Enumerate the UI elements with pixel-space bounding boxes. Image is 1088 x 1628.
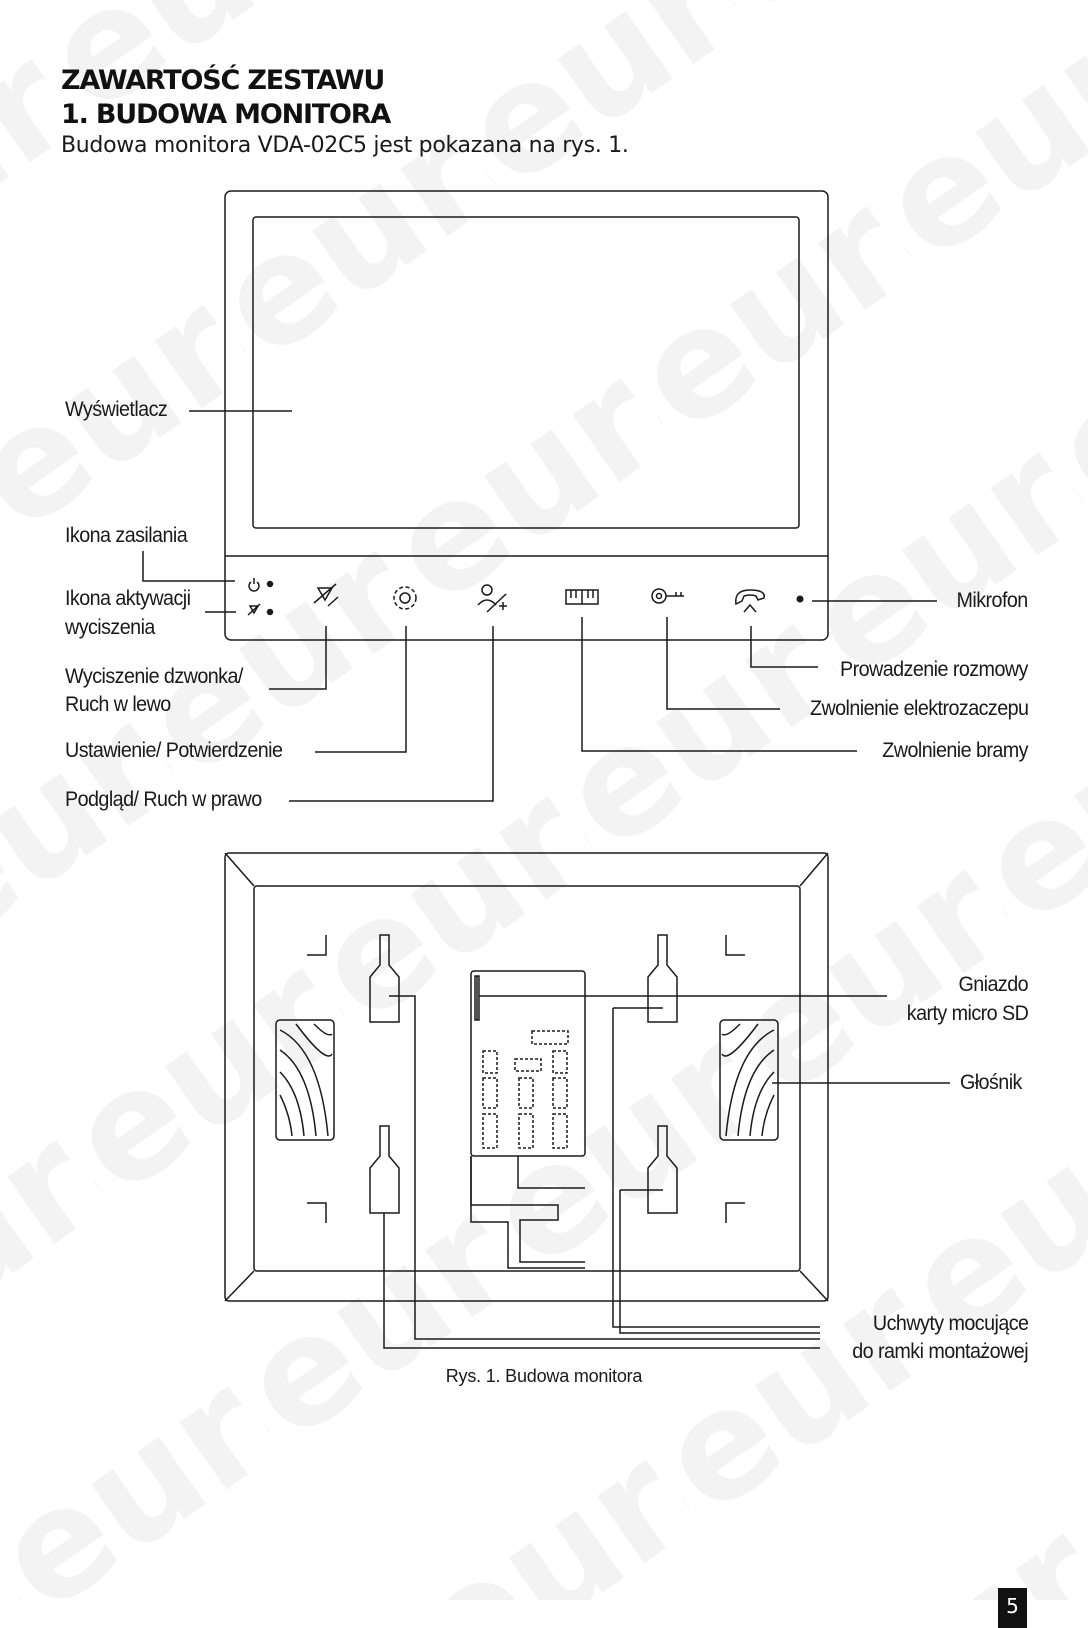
label-speaker: Głośnik	[960, 1071, 1022, 1094]
power-indicator-icon	[248, 578, 274, 592]
page-number: 5	[998, 1588, 1027, 1628]
speaker-left	[275, 1019, 335, 1141]
label-microphone: Mikrofon	[956, 589, 1029, 612]
label-mute-left-line2: Ruch w lewo	[65, 693, 171, 716]
label-power-icon: Ikona zasilania	[65, 524, 188, 547]
mute-button-icon	[313, 583, 339, 607]
label-gate-release: Zwolnienie bramy	[882, 739, 1028, 762]
label-mute-icon-line1: Ikona aktywacji	[65, 587, 191, 610]
label-sd-line2: karty micro SD	[906, 1002, 1028, 1025]
label-preview: Podgląd/ Ruch w prawo	[65, 788, 262, 811]
label-settings: Ustawienie/ Potwierdzenie	[65, 739, 283, 762]
section-heading: ZAWARTOŚĆ ZESTAWU	[61, 65, 385, 96]
label-mount-line1: Uchwyty mocujące	[872, 1312, 1028, 1335]
monitor-back	[224, 852, 829, 1302]
label-lock-release: Zwolnienie elektrozaczepu	[809, 697, 1028, 720]
mount-hooks	[369, 934, 678, 1214]
preview-button-icon	[477, 584, 507, 613]
handset-icon	[735, 589, 765, 613]
label-display: Wyświetlacz	[65, 398, 168, 421]
connector-board	[470, 970, 586, 1269]
mute-indicator-icon	[247, 603, 274, 616]
microphone-dot	[796, 595, 804, 603]
figure-caption: Rys. 1. Budowa monitora	[445, 1366, 643, 1386]
label-sd-line1: Gniazdo	[958, 973, 1028, 996]
monitor-front	[224, 190, 829, 641]
subsection-heading: 1. BUDOWA MONITORA	[61, 99, 391, 130]
intro-text: Budowa monitora VDA-02C5 jest pokazana n…	[61, 133, 629, 158]
label-mute-left-line1: Wyciszenie dzwonka/	[65, 665, 243, 688]
speaker-right	[719, 1019, 779, 1141]
label-mute-icon-line2: wyciszenia	[65, 616, 155, 639]
settings-icon	[393, 586, 417, 610]
key-icon	[651, 588, 684, 604]
gate-icon	[565, 589, 599, 605]
label-talk: Prowadzenie rozmowy	[840, 658, 1028, 681]
label-mount-line2: do ramki montażowej	[852, 1340, 1028, 1363]
